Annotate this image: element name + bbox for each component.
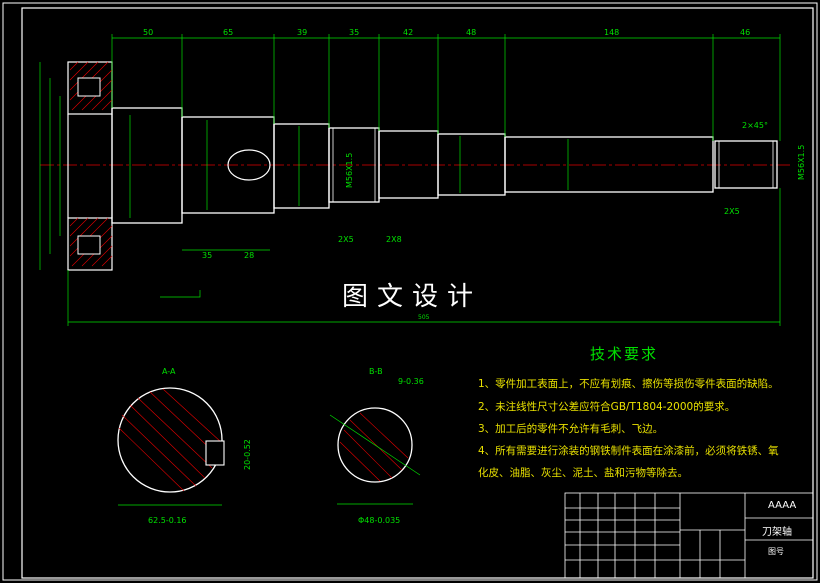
dim-top-4: 42 [403, 28, 413, 37]
dim-undercut-a: 2X5 [338, 235, 354, 244]
dimension-texts: 50 65 39 35 42 48 148 46 35 28 505 2×45°… [143, 28, 806, 525]
technical-requirements-title: 技术要求 [590, 345, 659, 363]
technical-note-1: 1、零件加工表面上，不应有划痕、擦伤等损伤零件表面的缺陷。 [478, 378, 779, 390]
section-b [329, 407, 421, 505]
dim-undercut-c: 2X5 [724, 207, 740, 216]
title-block [564, 492, 814, 579]
dim-bottom-0: 35 [202, 251, 212, 260]
title-block-drawing-no: 图号 [768, 547, 784, 556]
section-b-label: B-B [369, 367, 383, 376]
technical-note-5: 化皮、油脂、灰尘、泥土、盐和污物等除去。 [478, 467, 688, 479]
dim-thread-a: M56X1.5 [345, 153, 354, 188]
dim-thread-b: M56X1.5 [797, 145, 806, 180]
dim-undercut-b: 2X8 [386, 235, 402, 244]
dim-top-7: 46 [740, 28, 750, 37]
section-a-width: 62.5-0.16 [148, 516, 187, 525]
title-block-company: AAAA [768, 500, 797, 511]
section-b-spline: 9-0.36 [398, 377, 424, 386]
section-a-key: 20-0.52 [243, 439, 252, 470]
title-block-part-name: 刀架轴 [762, 527, 792, 538]
technical-note-2: 2、未注线性尺寸公差应符合GB/T1804-2000的要求。 [478, 401, 736, 413]
dim-top-6: 148 [604, 28, 619, 37]
dim-top-3: 35 [349, 28, 359, 37]
dim-top-2: 39 [297, 28, 307, 37]
dimension-lines [39, 34, 781, 326]
dim-chamfer: 2×45° [742, 121, 768, 130]
dim-top-5: 48 [466, 28, 476, 37]
technical-note-3: 3、加工后的零件不允许有毛刺、飞边。 [478, 423, 664, 435]
technical-note-4: 4、所有需要进行涂装的钢铁制件表面在涂漆前，必须将铁锈、氧 [478, 445, 779, 457]
keyway-slot [227, 149, 271, 181]
dim-top-1: 65 [223, 28, 233, 37]
section-a [117, 387, 225, 506]
flange [67, 61, 113, 271]
dim-top-0: 50 [143, 28, 153, 37]
section-a-label: A-A [162, 367, 176, 376]
dim-bottom-1: 28 [244, 251, 254, 260]
watermark-text: 图文设计 [342, 282, 483, 312]
section-b-diameter: Φ48-0.035 [358, 516, 400, 525]
inner-frame [21, 7, 814, 579]
shaft-body [111, 107, 778, 224]
dim-total: 505 [418, 314, 430, 321]
